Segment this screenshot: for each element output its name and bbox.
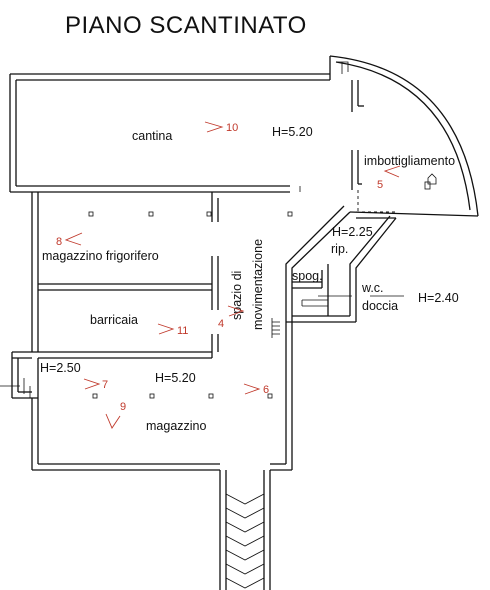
- viewpoint-5[interactable]: 5: [377, 165, 401, 191]
- outer-walls: [9, 55, 479, 471]
- room-doccia: doccia: [362, 299, 398, 313]
- viewpoint-10[interactable]: 10: [204, 121, 238, 134]
- viewpoint-8-number: 8: [56, 236, 62, 248]
- room-imbottigliamento: imbottigliamento: [364, 154, 455, 168]
- viewpoint-4[interactable]: 4: [218, 305, 245, 330]
- room-magazzino: magazzino: [146, 419, 206, 433]
- viewpoint-7-number: 7: [102, 379, 108, 391]
- height-magazzino: H=5.20: [155, 371, 196, 385]
- viewpoint-7[interactable]: 7: [83, 378, 108, 391]
- entrance-stairs[interactable]: [219, 470, 271, 590]
- entry-arrow-icon: [427, 173, 437, 185]
- plan-title: PIANO SCANTINATO: [65, 12, 307, 39]
- viewpoint-10-number: 10: [226, 122, 238, 134]
- viewpoint-9-number: 9: [120, 401, 126, 413]
- viewpoint-9[interactable]: 9: [105, 401, 126, 429]
- room-barricaia: barricaia: [90, 313, 138, 327]
- viewpoint-4-number: 4: [218, 318, 224, 330]
- viewpoint-11[interactable]: 11: [157, 323, 188, 337]
- viewpoint-6-number: 6: [263, 384, 269, 396]
- viewpoint-8[interactable]: 8: [56, 232, 83, 248]
- room-spazio-label-2: movimentazione: [251, 239, 265, 330]
- room-spazio-label-1: spazio di: [230, 271, 244, 320]
- viewpoint-5-number: 5: [377, 179, 383, 191]
- height-wc: H=2.40: [418, 291, 459, 305]
- room-cantina: cantina: [132, 129, 172, 143]
- room-wc: w.c.: [361, 281, 384, 295]
- column-markers: [88, 181, 431, 399]
- interior-walls: [0, 61, 404, 398]
- height-cantina: H=5.20: [272, 125, 313, 139]
- viewpoint-11-number: 11: [177, 325, 188, 337]
- viewpoint-6[interactable]: 6: [243, 383, 269, 396]
- height-left-annex: H=2.50: [40, 361, 81, 375]
- height-rip: H=2.25: [332, 225, 373, 239]
- room-spog: spog.: [292, 269, 323, 283]
- room-rip: rip.: [331, 242, 348, 256]
- room-magazzino-frigorifero: magazzino frigorifero: [42, 249, 159, 263]
